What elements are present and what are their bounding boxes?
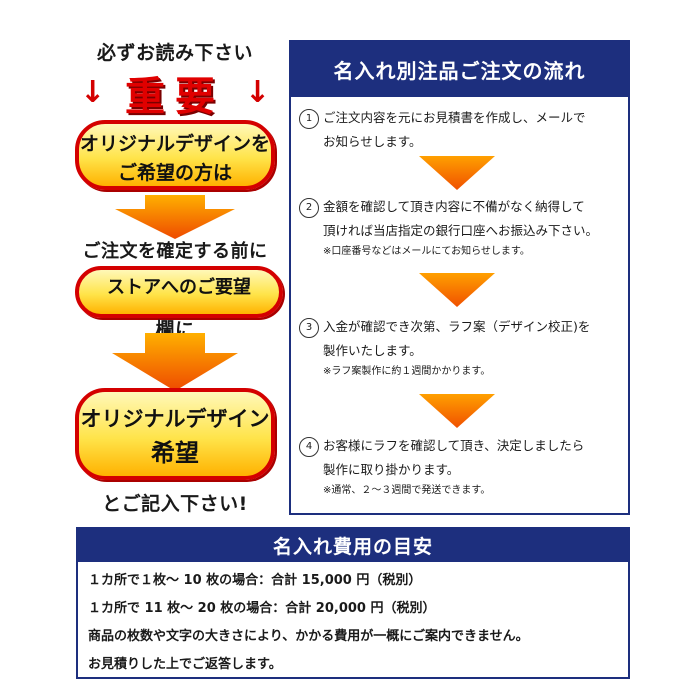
step-line: ご注文内容を元にお見積書を作成し、メールで — [323, 110, 586, 125]
step-line: 頂ければ当店指定の銀行口座へお振込み下さい。 — [323, 223, 599, 238]
step-line: 入金が確認でき次第、ラフ案（デザイン校正)を — [323, 319, 591, 334]
cost-line: １カ所で１枚～ 10 枚の場合：合計 15,000 円（税別） — [88, 573, 422, 588]
important-label: 重要 — [125, 74, 225, 120]
cost-estimate-box: 名入れ費用の目安 １カ所で１枚～ 10 枚の場合：合計 15,000 円（税別）… — [76, 527, 630, 679]
cost-line: お見積りした上でご返答します。 — [88, 657, 282, 672]
down-arrow-icon — [112, 333, 238, 391]
design-request-pill: オリジナルデザイン 希望 — [75, 388, 275, 480]
pill-line: 希望 — [151, 439, 199, 467]
flow-step: 3 入金が確認でき次第、ラフ案（デザイン校正)を 製作いたします。 ※ラフ案製作… — [299, 315, 621, 381]
step-note: ※通常、２～３週間で発送できます。 — [323, 485, 491, 496]
read-notice-heading: 必ずお読み下さい — [96, 42, 253, 64]
store-request-pill: ストアへのご要望 — [75, 266, 283, 318]
important-banner: ↓ 重要 ↓ — [80, 70, 270, 120]
cost-title: 名入れ費用の目安 — [78, 529, 628, 562]
step-number: 3 — [299, 318, 319, 338]
pill-line: オリジナルデザインを — [79, 133, 270, 155]
step-note: ※ラフ案製作に約１週間かかります。 — [323, 366, 491, 377]
pill-line: ご希望の方は — [117, 162, 232, 184]
step-line: お客様にラフを確認して頂き、決定しましたら — [323, 438, 585, 453]
original-design-pill: オリジナルデザインを ご希望の方は — [75, 120, 275, 190]
step-line: お知らせします。 — [323, 134, 422, 149]
step-number: 1 — [299, 109, 319, 129]
down-arrow-icon: ↓ — [80, 75, 106, 110]
step-line: 金額を確認して頂き内容に不備がなく納得して — [323, 199, 585, 214]
flow-step: 2 金額を確認して頂き内容に不備がなく納得して 頂ければ当店指定の銀行口座へお振… — [299, 195, 621, 261]
cost-line: １カ所で 11 枚～ 20 枚の場合：合計 20,000 円（税別） — [88, 601, 436, 616]
down-arrow-icon — [115, 195, 235, 239]
down-arrow-icon: ↓ — [244, 75, 270, 110]
step-line: 製作に取り掛かります。 — [323, 462, 460, 477]
flow-step: 1 ご注文内容を元にお見積書を作成し、メールで お知らせします。 — [299, 106, 621, 154]
down-arrow-icon — [419, 394, 495, 428]
order-flow-panel: 名入れ別注品ご注文の流れ 1 ご注文内容を元にお見積書を作成し、メールで お知ら… — [289, 40, 630, 515]
order-flow-title: 名入れ別注品ご注文の流れ — [291, 42, 628, 97]
step-number: 2 — [299, 198, 319, 218]
flow-step: 4 お客様にラフを確認して頂き、決定しましたら 製作に取り掛かります。 ※通常、… — [299, 434, 621, 500]
cost-line: 商品の枚数や文字の大きさにより、かかる費用が一概にご案内できません。 — [88, 629, 529, 644]
before-confirm-text: ご注文を確定する前に — [82, 241, 268, 262]
down-arrow-icon — [419, 156, 495, 190]
pill-line: オリジナルデザイン — [80, 407, 270, 431]
footer-instruction: とご記入下さい! — [102, 493, 248, 515]
step-number: 4 — [299, 437, 319, 457]
step-line: 製作いたします。 — [323, 343, 422, 358]
down-arrow-icon — [419, 273, 495, 307]
step-note: ※口座番号などはメールにてお知らせします。 — [323, 246, 530, 257]
